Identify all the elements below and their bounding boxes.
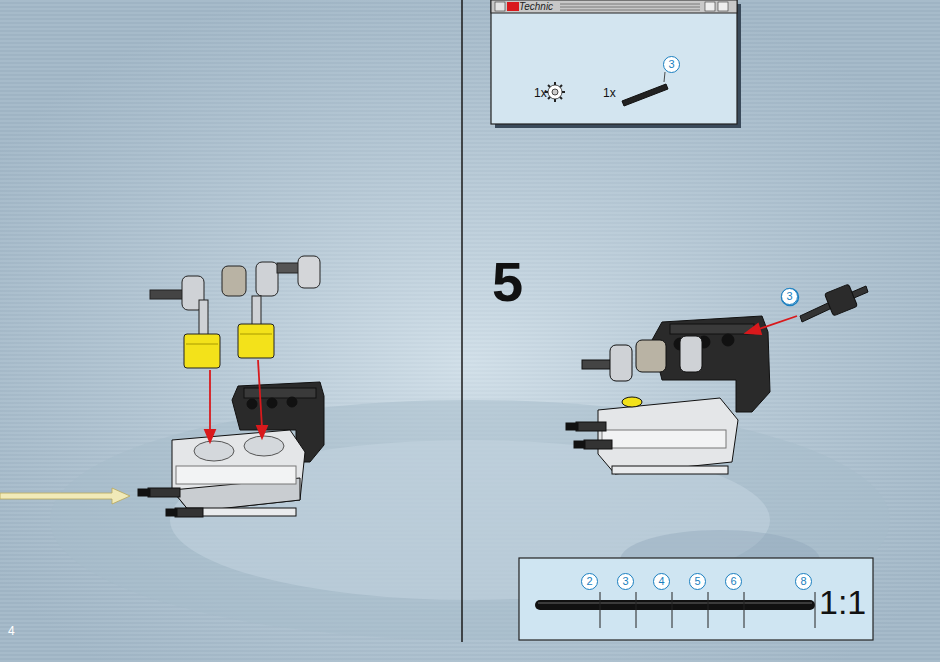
ruler-mark: 2 <box>581 573 598 590</box>
ruler-mark: 6 <box>725 573 742 590</box>
panel-title: Technic <box>519 0 553 13</box>
callout-number: 3 <box>781 288 798 305</box>
page-number: 4 <box>8 624 15 638</box>
ruler-mark: 3 <box>617 573 634 590</box>
callout-number: 3 <box>663 56 680 73</box>
step-number: 5 <box>492 252 523 312</box>
scale-ruler-panel: 2 3 4 5 6 8 1:1 <box>519 558 873 640</box>
ruler-mark: 4 <box>653 573 670 590</box>
part-quantity: 1x <box>603 86 616 100</box>
parts-panel: Technic 1x 1x 3 <box>491 0 737 124</box>
scale-ratio: 1:1 <box>819 584 866 620</box>
part-quantity: 1x <box>534 86 547 100</box>
ruler-mark: 5 <box>689 573 706 590</box>
ruler-mark: 8 <box>795 573 812 590</box>
